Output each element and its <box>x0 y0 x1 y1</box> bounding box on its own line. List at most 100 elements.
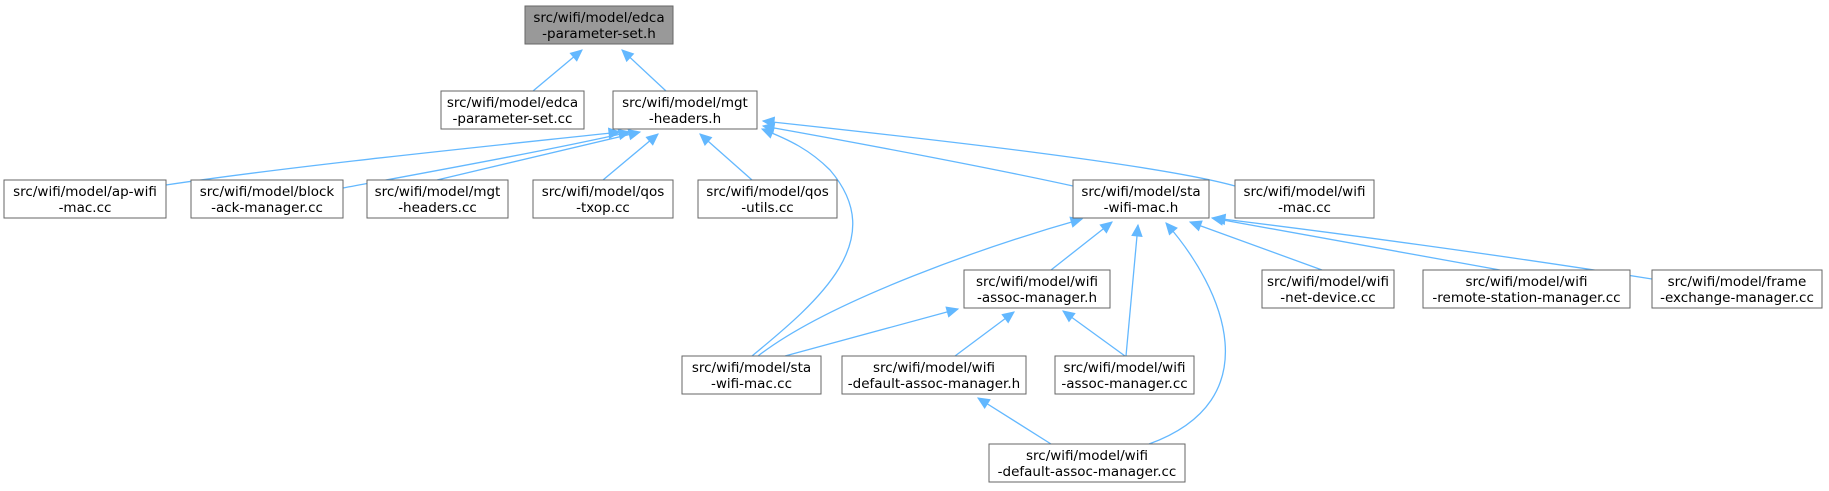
node-label-line: -default-assoc-manager.cc <box>998 464 1177 480</box>
edge-txop-to-mgt_h <box>602 133 659 181</box>
node-box <box>524 5 674 45</box>
arrowhead <box>1165 222 1178 236</box>
node-label-line: -utils.cc <box>741 200 793 216</box>
node-label-line: src/wifi/model/mgt <box>375 184 501 200</box>
arrowhead <box>1001 311 1015 324</box>
edge-line <box>751 128 854 357</box>
edge-line <box>757 218 1083 357</box>
node-label-line: -parameter-set.cc <box>453 111 573 127</box>
node-sta-cc[interactable]: src/wifi/model/sta-wifi-mac.cc <box>681 355 822 395</box>
node-label-line: -ack-manager.cc <box>211 200 323 216</box>
edge-assoc_cc-to-sta_h <box>1125 223 1143 357</box>
edge-line <box>602 133 659 181</box>
node-box <box>1651 269 1823 309</box>
node-box <box>988 443 1186 483</box>
edge-line <box>762 125 1074 187</box>
node-label-line: src/wifi/model/sta <box>1081 184 1200 200</box>
edge-assoc_h-to-sta_h <box>1050 221 1113 271</box>
edge-edca_cc-to-edca_h <box>532 49 583 92</box>
node-label-line: src/wifi/model/wifi <box>1244 184 1366 200</box>
node-assoc-cc[interactable]: src/wifi/model/wifi-assoc-manager.cc <box>1054 355 1195 395</box>
node-txop[interactable]: src/wifi/model/qos-txop.cc <box>532 179 674 219</box>
node-box <box>681 355 822 395</box>
arrowhead <box>627 129 642 141</box>
edge-line <box>1213 217 1653 280</box>
node-box <box>366 179 509 219</box>
edge-defassoc_cc-to-sta_h <box>1148 222 1227 445</box>
node-apwifi[interactable]: src/wifi/model/ap-wifi-mac.cc <box>3 179 167 219</box>
edge-line <box>1125 224 1139 357</box>
edge-defassoc_cc-to-defassoc_h <box>976 397 1052 445</box>
edge-line <box>784 308 959 357</box>
edge-line <box>436 131 641 181</box>
edge-mgt_cc-to-mgt_h <box>436 129 642 181</box>
node-label-line: -wifi-mac.cc <box>711 376 792 392</box>
edge-apwifi-to-mgt_h <box>165 127 622 186</box>
node-label-line: -parameter-set.h <box>542 26 656 42</box>
node-label-line: src/wifi/model/qos <box>706 184 829 200</box>
node-label-line: -assoc-manager.cc <box>1061 376 1187 392</box>
node-label-line: -remote-station-manager.cc <box>1432 290 1620 306</box>
node-label-line: -default-assoc-manager.h <box>848 376 1020 392</box>
edge-qosutils-to-mgt_h <box>699 133 753 181</box>
node-edca-cc[interactable]: src/wifi/model/edca-parameter-set.cc <box>440 90 585 130</box>
arrowhead <box>945 306 960 318</box>
node-label-line: -net-device.cc <box>1280 290 1375 306</box>
arrowhead <box>760 127 775 139</box>
node-label-line: src/wifi/model/wifi <box>1026 448 1148 464</box>
node-box <box>1261 269 1395 309</box>
edge-mgt_h-to-edca_h <box>621 49 667 92</box>
arrowhead <box>645 133 659 146</box>
node-label-line: src/wifi/model/frame <box>1668 274 1807 290</box>
node-box <box>612 90 758 130</box>
edge-assoc_cc-to-assoc_h <box>1062 310 1126 357</box>
node-box <box>3 179 167 219</box>
node-mgt-cc[interactable]: src/wifi/model/mgt-headers.cc <box>366 179 509 219</box>
node-label-line: -wifi-mac.h <box>1104 200 1179 216</box>
edge-line <box>762 120 1236 187</box>
edge-defassoc_h-to-assoc_h <box>954 311 1015 357</box>
arrowhead <box>621 49 635 63</box>
edge-sta_cc-to-mgt_h <box>751 127 854 357</box>
arrowhead <box>1069 216 1084 228</box>
arrowhead <box>1099 221 1113 234</box>
node-box <box>532 179 674 219</box>
node-label-line: -mac.cc <box>59 200 112 216</box>
node-edca-h: src/wifi/model/edca-parameter-set.h <box>524 5 674 45</box>
node-label-line: src/wifi/model/wifi <box>1267 274 1389 290</box>
node-label-line: -headers.h <box>649 111 721 127</box>
node-label-line: src/wifi/model/sta <box>692 360 811 376</box>
node-sta-h[interactable]: src/wifi/model/sta-wifi-mac.h <box>1072 179 1210 219</box>
edge-layer <box>165 49 1653 445</box>
node-defassoc-h[interactable]: src/wifi/model/wifi-default-assoc-manage… <box>841 355 1027 395</box>
arrowhead <box>569 49 583 62</box>
node-label-line: -exchange-manager.cc <box>1660 290 1814 306</box>
node-frame[interactable]: src/wifi/model/frame-exchange-manager.cc <box>1651 269 1823 309</box>
node-label-line: src/wifi/model/edca <box>533 10 664 26</box>
arrowhead <box>1212 213 1227 226</box>
node-qosutils[interactable]: src/wifi/model/qos-utils.cc <box>697 179 838 219</box>
edge-line <box>977 397 1052 445</box>
node-mgt-h[interactable]: src/wifi/model/mgt-headers.h <box>612 90 758 130</box>
edge-line <box>1050 221 1113 271</box>
edge-line <box>1189 221 1323 271</box>
node-label-line: src/wifi/model/ap-wifi <box>13 184 157 200</box>
node-remote[interactable]: src/wifi/model/wifi-remote-station-manag… <box>1422 269 1631 309</box>
node-box <box>440 90 585 130</box>
arrowhead <box>1131 223 1143 237</box>
node-label-line: -txop.cc <box>576 200 630 216</box>
node-defassoc-cc[interactable]: src/wifi/model/wifi-default-assoc-manage… <box>988 443 1186 483</box>
edge-frame-to-sta_h <box>1212 213 1653 280</box>
node-assoc-h[interactable]: src/wifi/model/wifi-assoc-manager.h <box>963 269 1111 309</box>
edge-line <box>1211 217 1501 271</box>
node-wifimac[interactable]: src/wifi/model/wifi-mac.cc <box>1234 179 1375 219</box>
node-box <box>1054 355 1195 395</box>
edge-sta_h-to-mgt_h <box>761 122 1074 187</box>
node-block[interactable]: src/wifi/model/block-ack-manager.cc <box>190 179 344 219</box>
edge-sta_cc-to-assoc_h <box>784 306 960 357</box>
node-box <box>963 269 1111 309</box>
arrowhead <box>699 133 713 146</box>
node-layer: src/wifi/model/edca-parameter-set.hsrc/w… <box>3 5 1823 483</box>
node-netdev[interactable]: src/wifi/model/wifi-net-device.cc <box>1261 269 1395 309</box>
